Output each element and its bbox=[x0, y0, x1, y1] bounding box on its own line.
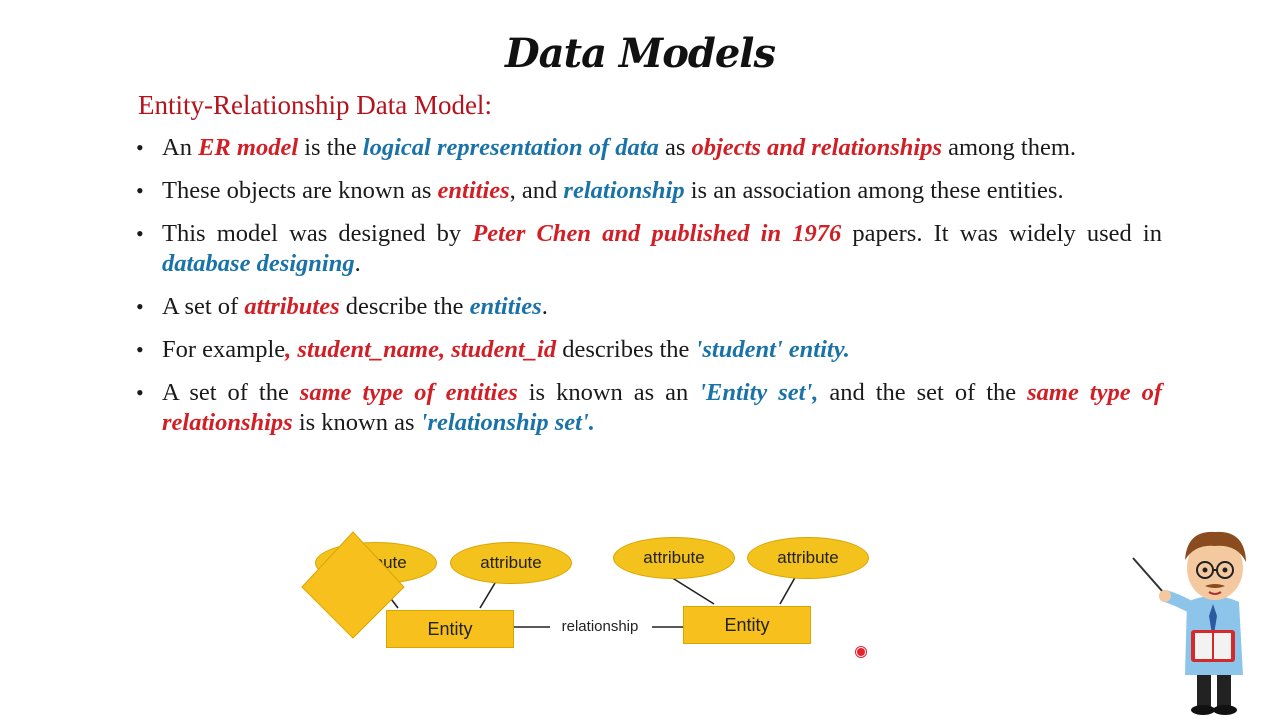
er-diagram: attribute attribute attribute attribute … bbox=[300, 530, 880, 690]
attribute-ellipse: attribute bbox=[613, 537, 735, 579]
entity-box: Entity bbox=[683, 606, 811, 644]
laser-pointer-dot bbox=[856, 647, 866, 657]
emphasized-text: 'Entity set', bbox=[699, 379, 819, 406]
emphasized-text: 'relationship set'. bbox=[420, 409, 595, 436]
bullet-text: among them. bbox=[941, 134, 1077, 161]
bullet-text: is the bbox=[298, 134, 363, 161]
bullet-text: This model was designed by bbox=[162, 220, 473, 247]
entity-box: Entity bbox=[386, 610, 514, 648]
emphasized-text: ER model bbox=[198, 134, 299, 161]
bullet-text: . bbox=[541, 293, 548, 320]
bullet-text: A set of bbox=[162, 293, 245, 320]
bullet-text: is known as bbox=[292, 409, 421, 436]
emphasized-text: database designing bbox=[162, 250, 355, 277]
emphasized-text: , student_name, student_id bbox=[285, 336, 557, 363]
emphasized-text: entities bbox=[469, 293, 542, 320]
emphasized-text: logical representation of data bbox=[362, 134, 659, 161]
relationship-label: relationship bbox=[561, 618, 639, 635]
bullet-text: as bbox=[658, 134, 692, 161]
bullet-text: These objects are known as bbox=[162, 177, 438, 204]
bullet-text: For example bbox=[162, 336, 286, 363]
bullet-text: , and bbox=[509, 177, 564, 204]
emphasized-text: same type of entities bbox=[299, 379, 518, 406]
subheading: Entity-Relationship Data Model: bbox=[138, 90, 492, 120]
emphasized-text: entities bbox=[437, 177, 510, 204]
teacher-illustration-icon bbox=[1132, 531, 1246, 715]
bullet-text: . bbox=[354, 250, 361, 277]
emphasized-text: 'student' entity. bbox=[695, 336, 850, 363]
bullet-text: A set of the bbox=[162, 379, 300, 406]
bullet-item: This model was designed by Peter Chen an… bbox=[134, 219, 1162, 279]
relationship-diamond bbox=[301, 531, 405, 639]
emphasized-text: attributes bbox=[244, 293, 340, 320]
bullet-item: A set of the same type of entities is kn… bbox=[134, 378, 1162, 438]
attribute-ellipse: attribute bbox=[450, 542, 572, 584]
slide-title: Data Models bbox=[504, 30, 776, 77]
bullet-item: For example, student_name, student_id de… bbox=[134, 335, 1162, 365]
emphasized-text: objects and relationships bbox=[691, 134, 942, 161]
bullet-text: An bbox=[162, 134, 199, 161]
bullet-text: describe the bbox=[339, 293, 470, 320]
bullet-text: papers. It was widely used in bbox=[841, 220, 1162, 247]
emphasized-text: Peter Chen and published in 1976 bbox=[472, 220, 842, 247]
bullet-list: An ER model is the logical representatio… bbox=[134, 133, 1162, 451]
bullet-item: A set of attributes describe the entitie… bbox=[134, 292, 1162, 322]
emphasized-text: relationship bbox=[563, 177, 685, 204]
bullet-item: An ER model is the logical representatio… bbox=[134, 133, 1162, 163]
attribute-ellipse: attribute bbox=[747, 537, 869, 579]
bullet-text: is known as an bbox=[517, 379, 700, 406]
bullet-text: and the set of the bbox=[818, 379, 1028, 406]
bullet-text: describes the bbox=[556, 336, 696, 363]
bullet-item: These objects are known as entities, and… bbox=[134, 176, 1162, 206]
bullet-text: is an association among these entities. bbox=[684, 177, 1064, 204]
emphasized-text: same type of relationships bbox=[162, 379, 1162, 436]
